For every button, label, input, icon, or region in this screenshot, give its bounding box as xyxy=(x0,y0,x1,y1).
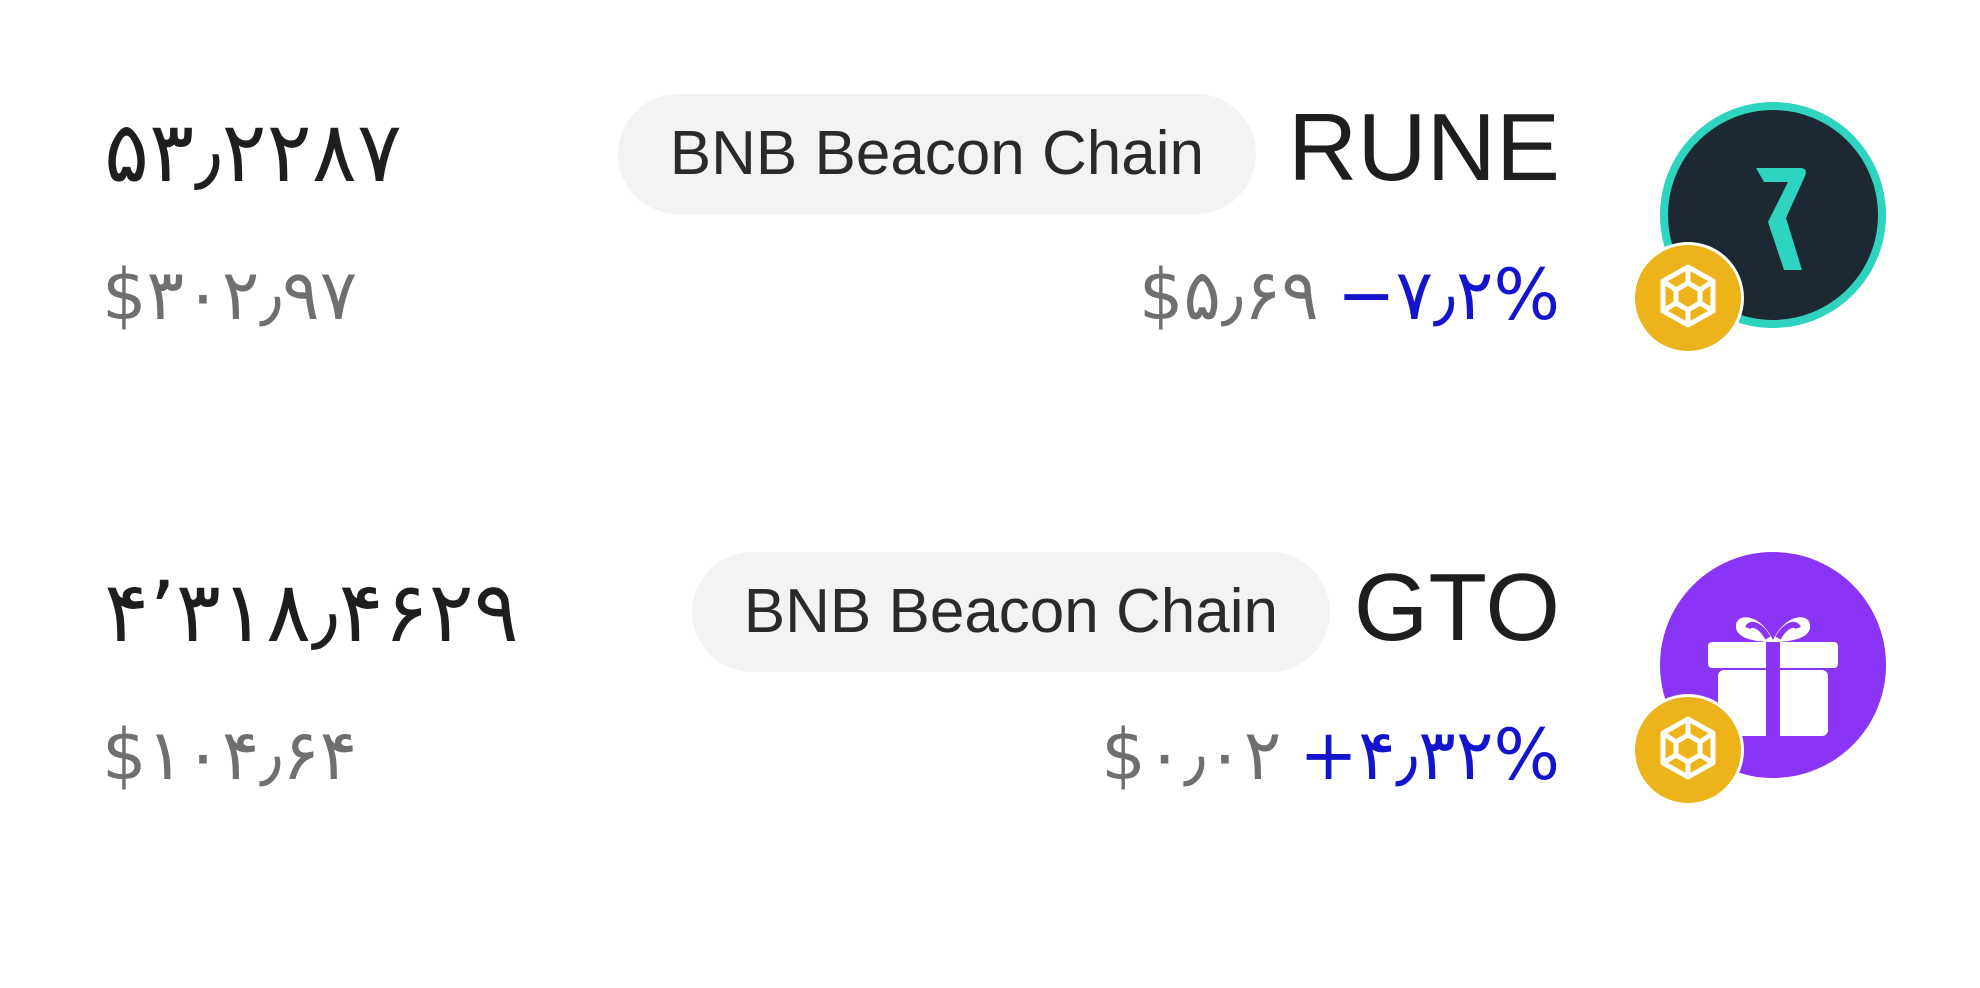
token-price: $۵٫۶۹ xyxy=(1138,254,1319,336)
token-row-rune[interactable]: ۵۳٫۲۲۸۷ $۳۰۲٫۹۷ BNB Beacon Chain RUNE $۵… xyxy=(0,90,1980,354)
bnb-chain-icon xyxy=(1632,694,1744,806)
token-symbol: RUNE xyxy=(1287,94,1560,201)
price-line: $۵٫۶۹−۷٫۲% xyxy=(1139,260,1560,330)
price-change: −۷٫۲% xyxy=(1336,254,1560,336)
token-price: $۰٫۰۲ xyxy=(1101,714,1282,796)
token-fiat-value: $۳۰۲٫۹۷ xyxy=(102,254,358,336)
price-change: +۴٫۳۲% xyxy=(1299,714,1560,796)
token-symbol: GTO xyxy=(1353,554,1560,661)
token-row-gto[interactable]: ۴٬۳۱۸٫۴۶۲۹ $۱۰۴٫۶۴ BNB Beacon Chain GTO … xyxy=(0,550,1980,810)
token-fiat-value: $۱۰۴٫۶۴ xyxy=(102,714,358,796)
bnb-chain-icon xyxy=(1632,242,1744,354)
chain-pill: BNB Beacon Chain xyxy=(691,552,1330,672)
token-amount: ۴٬۳۱۸٫۴۶۲۹ xyxy=(104,563,519,661)
token-amount: ۵۳٫۲۲۸۷ xyxy=(104,103,402,201)
chain-pill: BNB Beacon Chain xyxy=(617,94,1256,214)
price-line: $۰٫۰۲+۴٫۳۲% xyxy=(1101,720,1560,790)
